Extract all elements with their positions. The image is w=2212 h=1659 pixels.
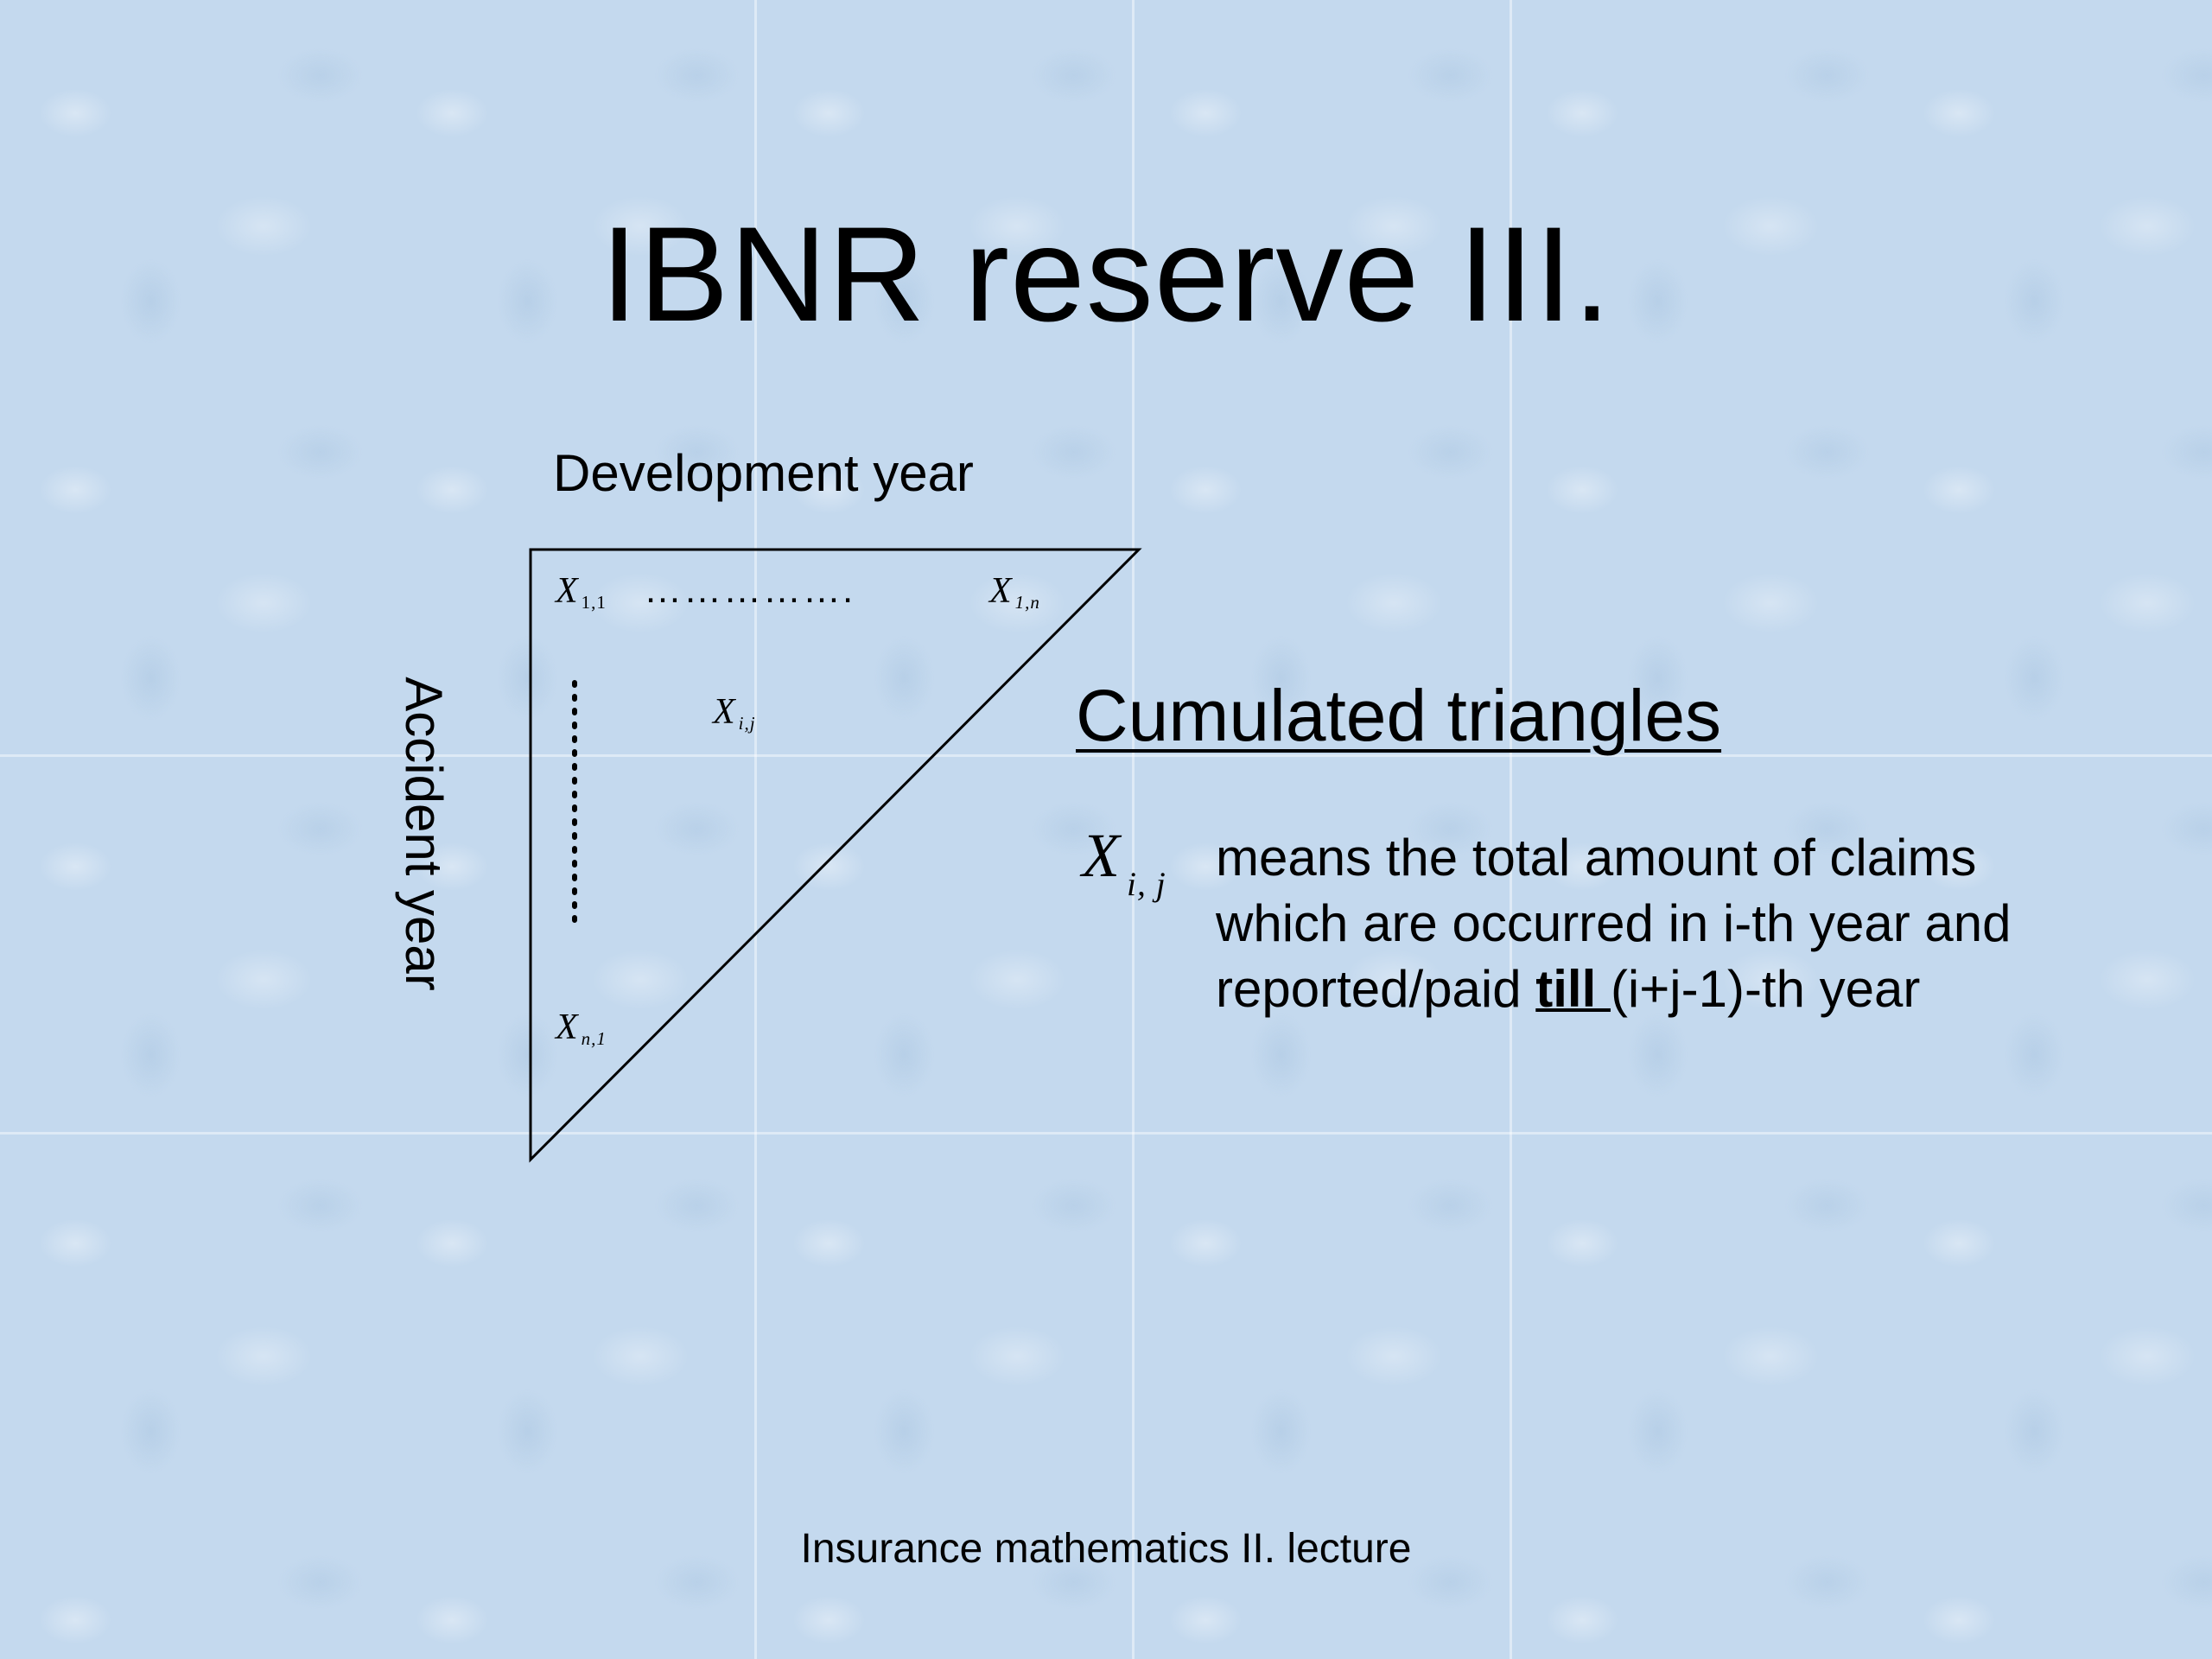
slide-title: IBNR reserve III. (601, 200, 1611, 350)
triangle-outline (529, 548, 1142, 1163)
definition-text: means the total amount of claims which a… (1216, 829, 2012, 1018)
slide-footer: Insurance mathematics II. lecture (800, 1526, 1412, 1572)
development-year-label: Development year (553, 444, 974, 502)
background-seam (1132, 0, 1135, 1659)
cumulated-triangles-heading: Cumulated triangles (1076, 675, 1722, 756)
till-emphasis: till (1535, 960, 1611, 1018)
background-seam (0, 1132, 2212, 1135)
background-seam (1510, 0, 1512, 1659)
background-seam (0, 754, 2212, 757)
horizontal-ellipsis: ……………. (644, 569, 855, 611)
background-seam (754, 0, 757, 1659)
